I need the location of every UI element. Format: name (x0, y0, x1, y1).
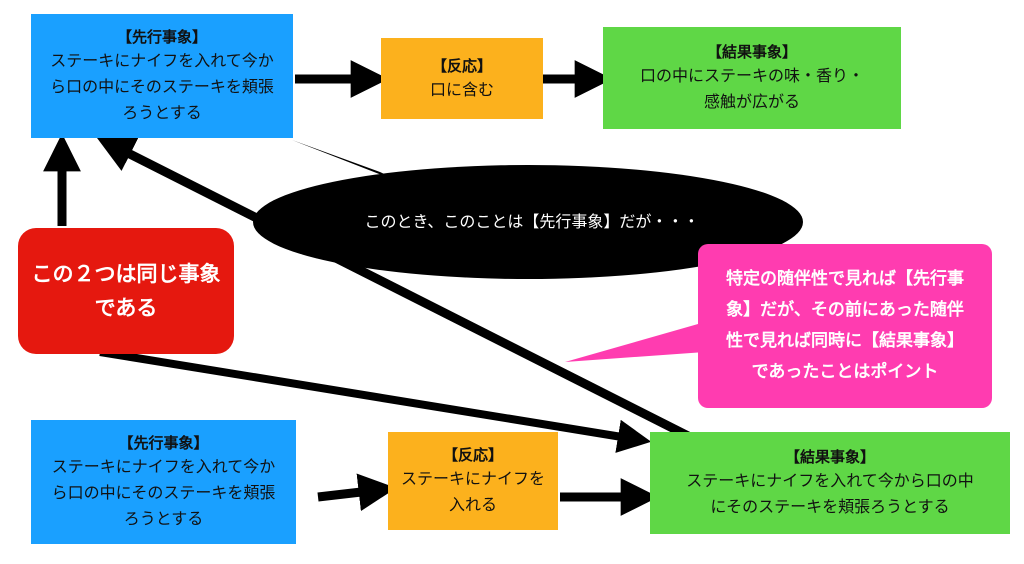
speech-bubble-text: このとき、このことは【先行事象】だが・・・ (364, 212, 700, 231)
bottom-antecedent-title: 【先行事象】 (118, 434, 209, 452)
same-event-callout-line: である (94, 296, 158, 320)
bottom-antecedent-line: ろうとする (123, 509, 204, 528)
top-reaction-box: 【反応】 口に含む (381, 38, 543, 119)
point-callout-line: であったことはポイント (751, 362, 939, 382)
top-consequence-line: 感触が広がる (703, 92, 800, 111)
top-antecedent-box: 【先行事象】 ステーキにナイフを入れて今か ら口の中にそのステーキを頬張 ろうと… (31, 14, 293, 138)
bottom-antecedent-line: ステーキにナイフを入れて今か (51, 457, 276, 476)
top-consequence-title: 【結果事象】 (706, 43, 797, 61)
top-consequence-line: 口の中にステーキの味・香り・ (639, 66, 864, 85)
bottom-consequence-box: 【結果事象】 ステーキにナイフを入れて今から口の中 にそのステーキを頬張ろうとす… (650, 432, 1010, 534)
bottom-antecedent-line: ら口の中にそのステーキを頬張 (51, 483, 276, 502)
bottom-reaction-line: 入れる (448, 495, 497, 514)
point-callout: 特定の随伴性で見れば【先行事 象】だが、その前にあった随伴 性で見れば同時に【結… (698, 244, 992, 408)
point-callout-line: 特定の随伴性で見れば【先行事 (726, 269, 964, 289)
bottom-consequence-title: 【結果事象】 (784, 448, 875, 466)
arrow-bottom-consequence-to-top-antecedent (96, 137, 711, 451)
same-event-callout-line: この２つは同じ事象 (31, 262, 221, 286)
point-callout-line: 象】だが、その前にあった随伴 (726, 300, 964, 320)
speech-bubble (253, 140, 803, 279)
bottom-reaction-box: 【反応】 ステーキにナイフを 入れる (388, 432, 558, 530)
bottom-reaction-title: 【反応】 (442, 446, 503, 464)
top-antecedent-title: 【先行事象】 (116, 28, 207, 46)
top-antecedent-line: ら口の中にそのステーキを頬張 (50, 77, 274, 96)
arrow-antecedent-to-reaction-bottom (317, 473, 397, 512)
point-callout-line: 性で見れば同時に【結果事象】 (726, 331, 964, 351)
top-antecedent-line: ろうとする (122, 103, 202, 122)
top-reaction-line: 口に含む (429, 79, 494, 99)
bottom-reaction-line: ステーキにナイフを (400, 469, 545, 488)
pink-callout-tail (565, 322, 705, 362)
bottom-consequence-line: ステーキにナイフを入れて今から口の中 (686, 471, 974, 490)
arrow-callout-to-bottom-consequence (99, 348, 652, 453)
top-consequence-box: 【結果事象】 口の中にステーキの味・香り・ 感触が広がる (603, 27, 901, 129)
top-reaction-title: 【反応】 (431, 56, 492, 75)
top-antecedent-line: ステーキにナイフを入れて今か (50, 51, 274, 70)
bottom-antecedent-box: 【先行事象】 ステーキにナイフを入れて今か ら口の中にそのステーキを頬張 ろうと… (31, 420, 296, 544)
same-event-callout: この２つは同じ事象 である (18, 228, 234, 354)
bottom-consequence-line: にそのステーキを頬張ろうとする (710, 497, 950, 516)
